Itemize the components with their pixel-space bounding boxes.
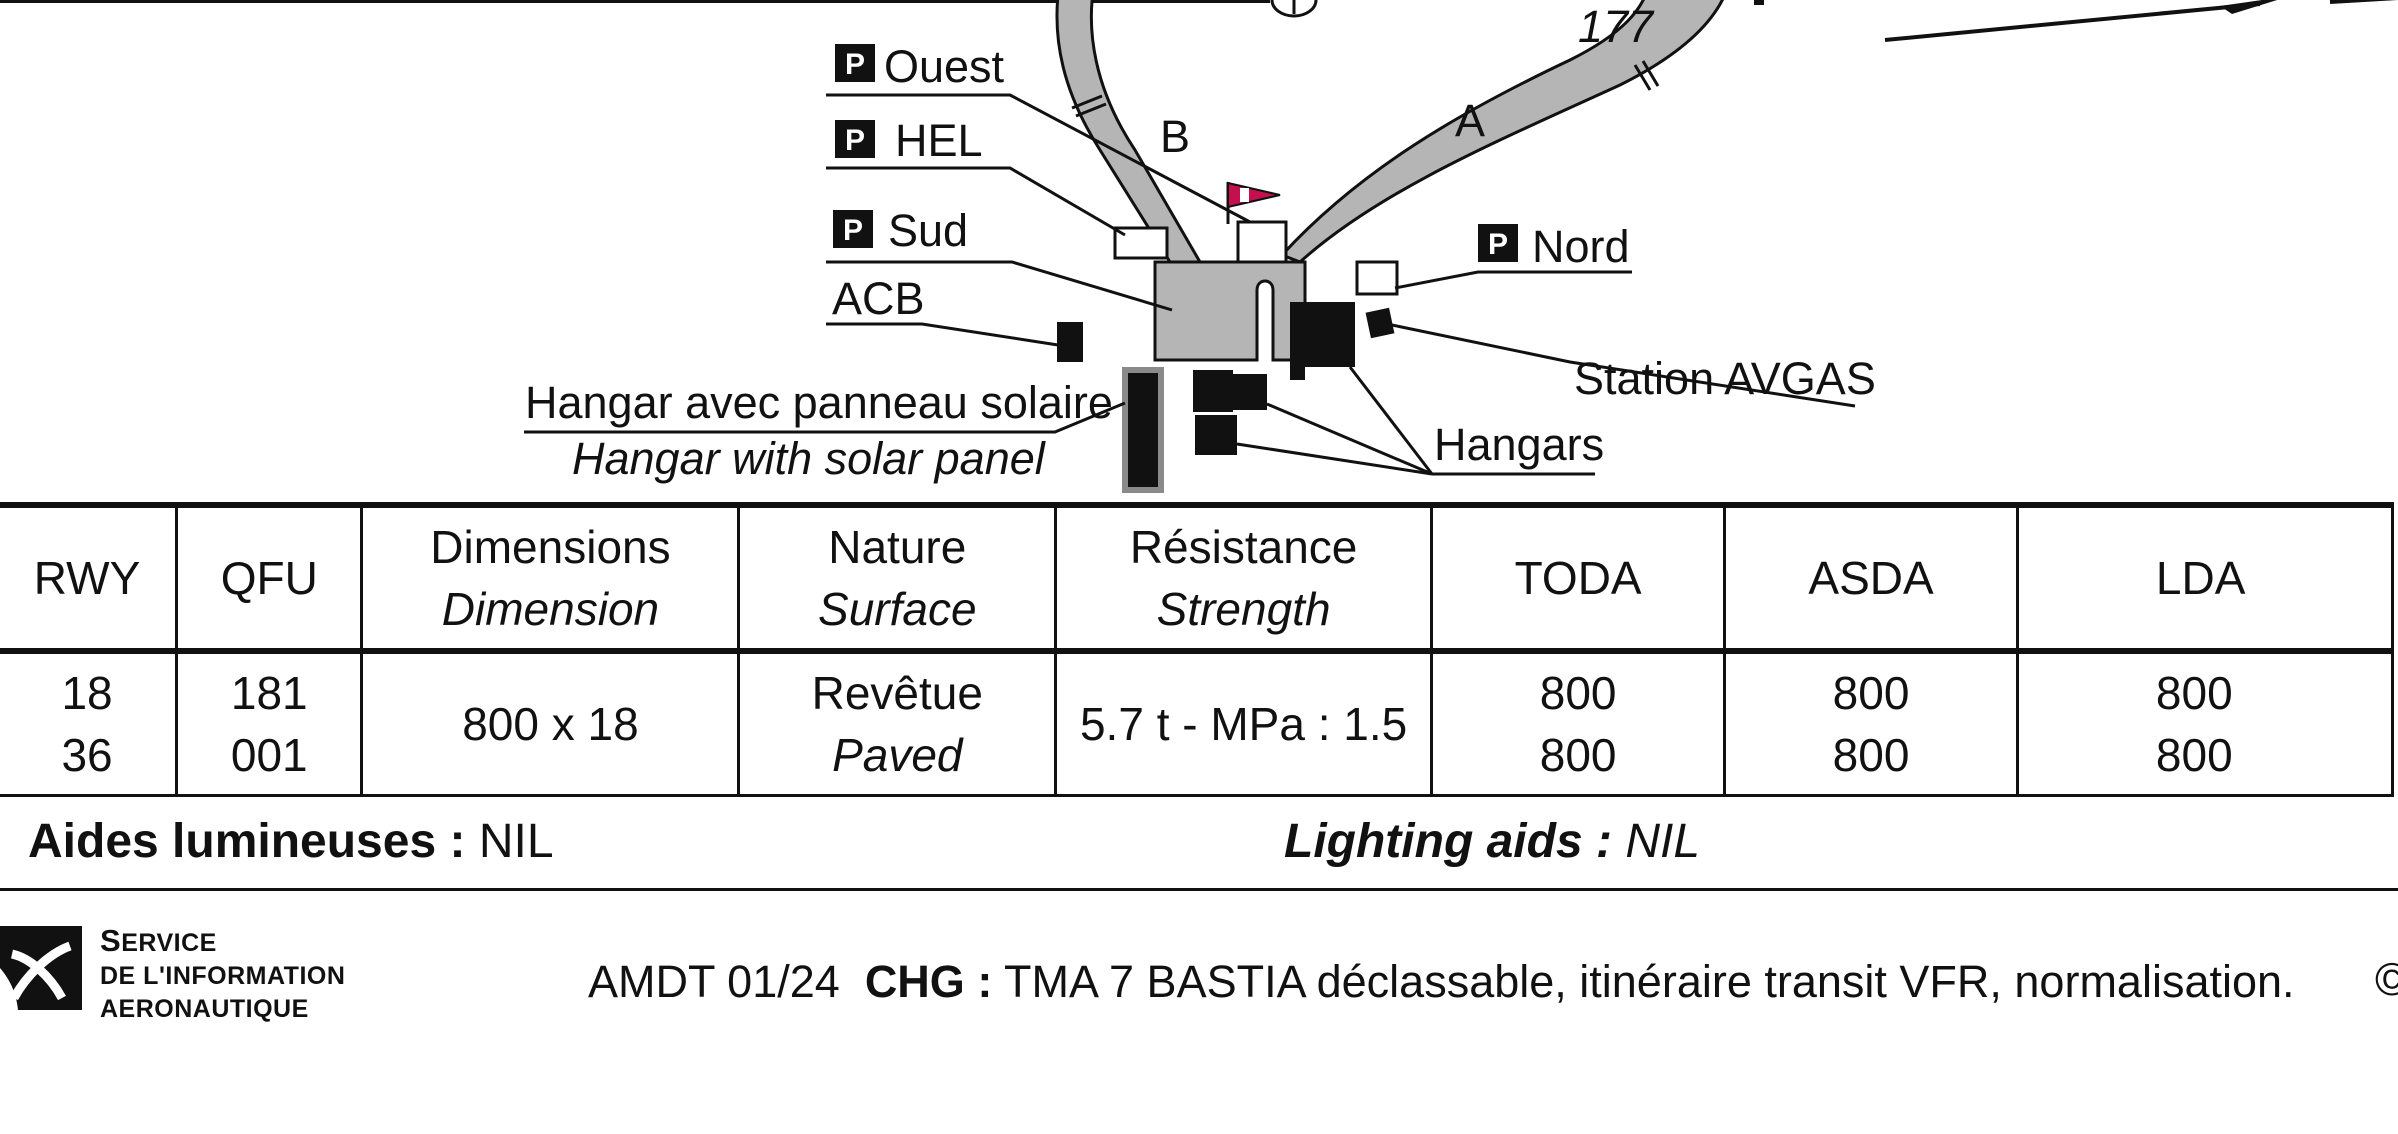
- sia-name: SERVICE DE L'INFORMATION AERONAUTIQUE: [100, 923, 346, 1023]
- header-dimensions: Dimensions Dimension: [360, 502, 741, 653]
- amendment-note: AMDT 01/24 CHG : TMA 7 BASTIA déclassabl…: [588, 956, 2295, 1007]
- svg-text:HEL: HEL: [895, 115, 983, 166]
- acb-building: [1057, 322, 1083, 362]
- approach-arrow-head: [2220, 0, 2278, 14]
- cell-dimensions: 800 x 18: [360, 648, 741, 797]
- runway-characteristics-table: RWY QFU Dimensions Dimension Nature Surf…: [0, 502, 2395, 797]
- solar-hangar-label-en: Hangar with solar panel: [572, 433, 1047, 484]
- sia-logo-icon: [0, 926, 82, 1010]
- svg-text:P: P: [845, 48, 865, 81]
- svg-text:P: P: [1488, 228, 1508, 261]
- cell-resistance: 5.7 t - MPa : 1.5: [1054, 648, 1434, 797]
- header-nature: Nature Surface: [737, 502, 1058, 653]
- avgas-station: [1365, 307, 1395, 339]
- header-resistance: Résistance Strength: [1054, 502, 1434, 653]
- apron: [1153, 260, 1307, 362]
- hangar-small-1: [1193, 370, 1233, 412]
- avgas-station-label: Station AVGAS: [1574, 353, 1876, 404]
- header-asda: ASDA: [1723, 502, 2019, 653]
- qfu-177-label: 177: [1578, 1, 1655, 52]
- parking-nord-label: P Nord: [1478, 221, 1630, 272]
- footer: SERVICE DE L'INFORMATION AERONAUTIQUE AM…: [0, 910, 2398, 1030]
- runway-threshold-marker: [1270, 0, 1318, 18]
- taxiway-b-label: B: [1160, 111, 1190, 162]
- hangar-small-2: [1233, 374, 1267, 410]
- svg-text:Sud: Sud: [888, 205, 968, 256]
- parking-ouest-box: [1236, 220, 1288, 264]
- parking-nord-box: [1355, 260, 1399, 296]
- hangar-large: [1290, 302, 1355, 380]
- cell-toda: 800 800: [1430, 648, 1727, 797]
- cell-qfu: 181 001: [175, 648, 364, 797]
- parking-hel-label: P HEL: [835, 115, 983, 166]
- header-toda: TODA: [1430, 502, 1727, 653]
- copyright-symbol: ©: [2375, 953, 2398, 1005]
- holding-point-a: [1633, 60, 1660, 91]
- table-header-row: RWY QFU Dimensions Dimension Nature Surf…: [0, 502, 2395, 653]
- header-qfu: QFU: [175, 502, 364, 653]
- table-row: 18 36 181 001 800 x 18 Revêtue Paved 5.7…: [0, 648, 2395, 797]
- header-lda: LDA: [2015, 502, 2395, 653]
- taxiway-a: [1279, 0, 1724, 264]
- svg-text:P: P: [845, 124, 865, 157]
- solar-hangar-label-fr: Hangar avec panneau solaire: [525, 377, 1113, 428]
- taxiway-a-label: A: [1455, 95, 1485, 146]
- aerodrome-ground-map: 177 A B P Ouest: [0, 0, 2398, 493]
- leader-lines: [524, 93, 1856, 476]
- acb-label: ACB: [832, 273, 925, 324]
- lighting-aids-fr: Aides lumineuses : NIL: [28, 815, 554, 868]
- approach-arrow-line: [1884, 2, 2261, 42]
- lighting-aids-row: Aides lumineuses : NIL Lighting aids : N…: [0, 796, 2398, 891]
- hangars-label: Hangars: [1434, 419, 1604, 470]
- lighting-aids-en: Lighting aids : NIL: [1284, 815, 1701, 868]
- parking-ouest-label: P Ouest: [835, 41, 1005, 92]
- svg-text:Nord: Nord: [1532, 221, 1630, 272]
- hangar-small-3: [1195, 415, 1237, 455]
- cell-asda: 800 800: [1723, 648, 2019, 797]
- svg-text:Ouest: Ouest: [884, 41, 1005, 92]
- cell-rwy: 18 36: [0, 648, 179, 797]
- svg-text:P: P: [843, 214, 863, 247]
- holding-point-b: [1071, 94, 1107, 118]
- parking-sud-label: P Sud: [833, 205, 968, 256]
- cell-nature: Revêtue Paved: [737, 648, 1058, 797]
- windsock-icon: [1226, 181, 1281, 224]
- cell-lda: 800 800: [2015, 648, 2395, 797]
- solar-hangar: [1122, 367, 1164, 493]
- header-rwy: RWY: [0, 502, 179, 653]
